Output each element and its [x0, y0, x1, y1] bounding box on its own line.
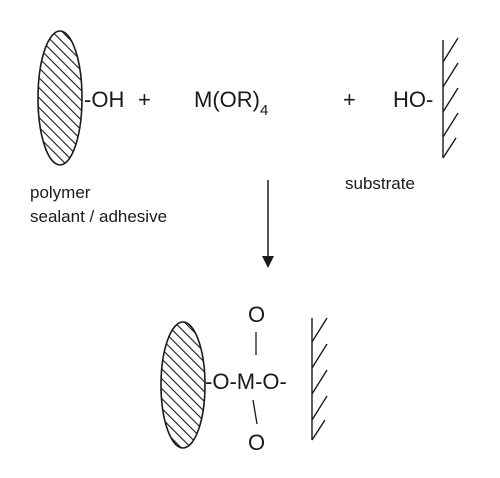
- polymer-label-line2: sealant / adhesive: [30, 207, 167, 226]
- reaction-arrow: [262, 180, 274, 268]
- substrate-wall-top: [442, 37, 459, 159]
- polymer-particle-top: [37, 30, 83, 166]
- oxygen-bottom: O: [248, 430, 265, 455]
- plus-sign-1: +: [138, 87, 151, 112]
- oxygen-top: O: [248, 302, 265, 327]
- substrate-wall-bottom: [311, 317, 328, 441]
- substrate-label: substrate: [345, 174, 415, 193]
- polymer-particle-bottom: [160, 321, 206, 449]
- metal-alkoxide-subscript: 4: [260, 102, 268, 119]
- substrate-hydroxyl-group: HO-: [393, 87, 433, 112]
- polymer-label-line1: polymer: [30, 183, 91, 202]
- bond-bottom: [252, 399, 258, 425]
- polymer-hydroxyl-group: -OH: [84, 87, 124, 112]
- metal-alkoxide-main: M(OR): [194, 87, 260, 112]
- metal-alkoxide: M(OR)4: [194, 87, 268, 119]
- bridge-bond: -O-M-O-: [205, 369, 287, 394]
- plus-sign-2: +: [343, 87, 356, 112]
